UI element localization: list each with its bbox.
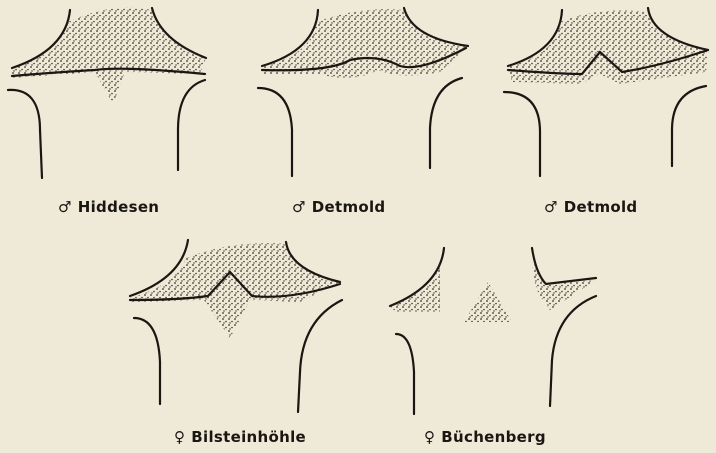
male-symbol: ♂ [58, 198, 72, 216]
caption-buechenberg: ♀ Büchenberg [424, 428, 546, 446]
figure-bilsteinhoehle [130, 240, 342, 412]
lateral-lobe-right [178, 80, 205, 170]
locality-label: Detmold [312, 198, 386, 216]
figure-buechenberg [390, 248, 596, 414]
locality-label: Büchenberg [441, 428, 546, 446]
lateral-lobe-left [8, 90, 42, 178]
stippled-region [464, 282, 512, 322]
dorsal-outline [532, 248, 596, 284]
lateral-lobe-left [134, 318, 160, 404]
male-symbol: ♂ [292, 198, 306, 216]
female-symbol: ♀ [174, 428, 185, 446]
figure-detmold-1 [258, 8, 468, 176]
figure-detmold-2 [504, 8, 708, 176]
figure-hiddesen [8, 8, 206, 178]
lateral-lobe-left [504, 92, 540, 176]
stippled-region [130, 243, 340, 338]
lateral-lobe-left [396, 334, 414, 414]
lateral-lobe-left [258, 88, 292, 176]
stippled-region [390, 262, 440, 312]
lateral-lobe-right [298, 300, 342, 412]
stippled-region [12, 8, 206, 104]
male-symbol: ♂ [544, 198, 558, 216]
locality-label: Bilsteinhöhle [191, 428, 306, 446]
stippled-region [532, 262, 596, 310]
lateral-lobe-right [672, 86, 706, 166]
caption-detmold-1: ♂ Detmold [292, 198, 385, 216]
lateral-lobe-right [550, 296, 596, 406]
caption-bilsteinhoehle: ♀ Bilsteinhöhle [174, 428, 306, 446]
locality-label: Hiddesen [78, 198, 160, 216]
female-symbol: ♀ [424, 428, 435, 446]
locality-label: Detmold [564, 198, 638, 216]
lateral-lobe-right [430, 78, 462, 168]
caption-hiddesen: ♂ Hiddesen [58, 198, 159, 216]
caption-detmold-2: ♂ Detmold [544, 198, 637, 216]
stippled-region [262, 9, 468, 78]
